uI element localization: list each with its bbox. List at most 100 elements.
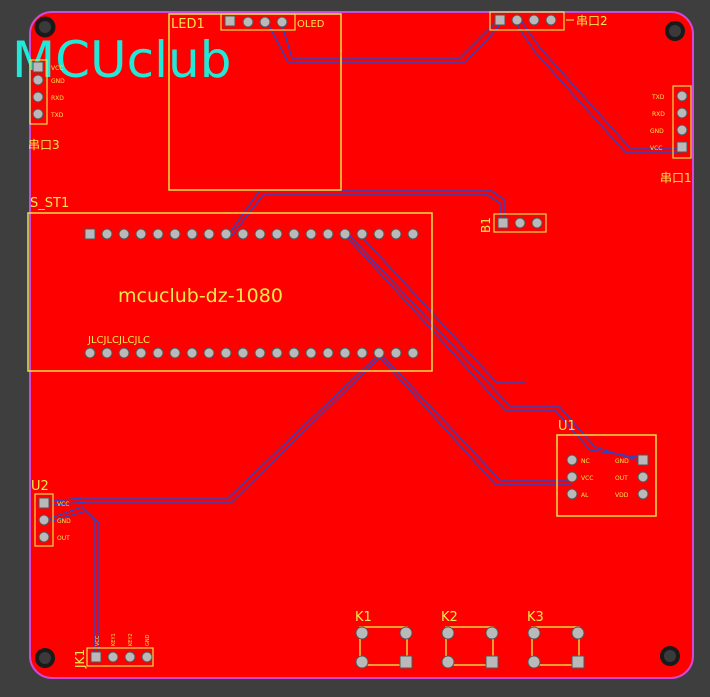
k1-outline [359, 626, 408, 666]
chuankou2-outline [489, 11, 565, 31]
u2-ref: U2 [31, 479, 49, 494]
mounting-hole-top-right [665, 21, 685, 41]
header-pin [203, 347, 215, 359]
mounting-hole-top-left [34, 16, 56, 38]
mounting-hole-bottom-right [660, 646, 680, 666]
u1-outline [556, 434, 657, 517]
chuankou3-pins [32, 61, 44, 120]
u2-pins [38, 497, 50, 543]
chuankou1-pin-3: GND [650, 128, 664, 135]
led1-ref: LED1 [171, 17, 205, 32]
jlc-text: JLCJLCJLCJLC [87, 335, 150, 346]
header-pin [271, 347, 283, 359]
chuankou1-pin-2: RXD [652, 111, 665, 118]
u1-pin-gnd: GND [615, 458, 629, 465]
b1-outline [493, 213, 547, 233]
header-pin [152, 347, 164, 359]
chuankou1-pin-1: TXD [651, 94, 665, 101]
u1-pin-vcc: VCC [581, 475, 593, 482]
chuankou3-pin-2: GND [51, 78, 65, 85]
jk1-outline [86, 647, 154, 667]
header-pin [135, 347, 147, 359]
b1-ref: B1 [479, 217, 493, 233]
copper-traces [44, 21, 682, 658]
header-pin [254, 347, 266, 359]
u1-pin-out: OUT [615, 475, 628, 482]
header-pin [84, 347, 96, 359]
header-pin [118, 228, 130, 240]
u2-outline [34, 493, 54, 547]
chuankou2-ref: 串口2 [576, 14, 608, 28]
k2-outline [445, 626, 494, 666]
header-pin [322, 347, 334, 359]
oled-label: OLED [297, 19, 325, 30]
chuankou3-pin-4: TXD [50, 112, 64, 119]
board-outline [29, 11, 694, 679]
header-pin [373, 347, 385, 359]
mounting-hole-bottom-left [35, 648, 55, 668]
header-pin [407, 228, 419, 240]
chuankou3-ref: 串口3 [28, 138, 60, 152]
k3-outline [531, 626, 580, 666]
header-pin [169, 347, 181, 359]
header-pin [186, 228, 198, 240]
header-pin [390, 347, 402, 359]
u1-pins [566, 454, 649, 500]
board-model-text: mcuclub-dz-1080 [118, 285, 283, 307]
jk1-pin-key1: KEY1 [111, 633, 117, 646]
header-pin [271, 228, 283, 240]
chuankou2-pins [494, 14, 557, 26]
header-pin [237, 228, 249, 240]
u2-pin-gnd: GND [57, 518, 71, 525]
k1-ref: K1 [355, 610, 372, 625]
header-pin [322, 228, 334, 240]
mcuclub-logo: MCUclub [12, 31, 231, 89]
chuankou3-pin-3: RXD [51, 95, 64, 102]
u1-pin-vdd: VDD [615, 492, 629, 499]
header-pin [339, 347, 351, 359]
chuankou1-outline [672, 85, 692, 159]
header-pin [356, 347, 368, 359]
header-pin [288, 347, 300, 359]
u1-pin-nc: NC [581, 458, 590, 465]
chuankou3-outline [29, 59, 48, 125]
jk1-pins [90, 651, 153, 663]
u1-pin-al: AL [581, 492, 589, 499]
chuankou1-pin-4: VCC [650, 145, 662, 152]
header-pin [169, 228, 181, 240]
s-st1-bottom-pin-row [84, 347, 419, 359]
header-pin [288, 228, 300, 240]
u1-ref: U1 [558, 419, 576, 434]
header-pin [390, 228, 402, 240]
jk1-pin-vcc: VCC [95, 635, 101, 646]
jk1-ref: JK1 [73, 649, 87, 669]
header-pin [101, 347, 113, 359]
header-pin [135, 228, 147, 240]
header-pin [305, 228, 317, 240]
oled-header-pins [224, 15, 288, 28]
header-pin [407, 347, 419, 359]
header-pin [220, 228, 232, 240]
header-pin [254, 228, 266, 240]
jk1-pin-key2: KEY2 [128, 633, 134, 646]
k2-ref: K2 [441, 610, 458, 625]
header-pin [237, 347, 249, 359]
jk1-pin-gnd: GND [145, 634, 151, 646]
header-pin [118, 347, 130, 359]
oled-header-outline [220, 13, 296, 31]
header-pin [84, 228, 96, 240]
s-st1-ref: S_ST1 [30, 196, 69, 211]
u2-pin-vcc: VCC [57, 501, 69, 508]
header-pin [152, 228, 164, 240]
header-pin [220, 347, 232, 359]
header-pin [186, 347, 198, 359]
s-st1-outline [27, 212, 433, 372]
s-st1-top-pin-row [84, 228, 419, 240]
k3-ref: K3 [527, 610, 544, 625]
header-pin [373, 228, 385, 240]
k2-pads [441, 626, 499, 669]
b1-pins [497, 217, 543, 229]
header-pin [101, 228, 113, 240]
